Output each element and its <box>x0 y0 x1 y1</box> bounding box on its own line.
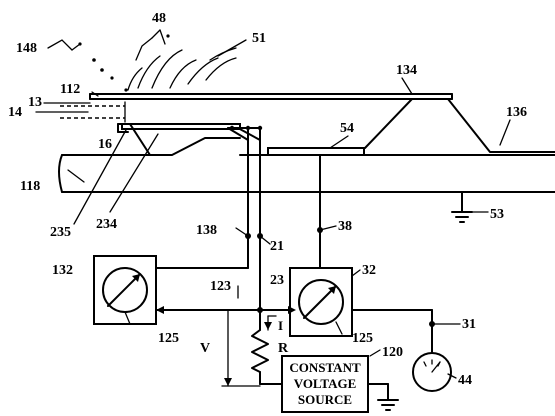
label-13: 13 <box>28 95 42 110</box>
emitter-dashes <box>60 101 126 123</box>
label-i: I <box>278 318 283 333</box>
label-44: 44 <box>458 373 472 388</box>
label-38: 38 <box>338 219 352 234</box>
reference-labels: 148 48 51 112 13 14 134 136 16 54 118 23… <box>8 11 527 388</box>
label-148: 148 <box>16 41 37 56</box>
label-51: 51 <box>252 31 266 46</box>
wave-arcs <box>127 29 247 91</box>
label-120: 120 <box>382 345 403 360</box>
label-134: 134 <box>396 63 417 78</box>
label-125-left: 125 <box>158 331 179 346</box>
label-112: 112 <box>60 82 80 97</box>
label-31: 31 <box>462 317 476 332</box>
label-r: R <box>278 341 289 356</box>
label-v: V <box>200 341 210 356</box>
label-136: 136 <box>506 105 527 120</box>
label-48: 48 <box>152 11 166 26</box>
top-plate <box>89 93 453 100</box>
label-21: 21 <box>270 239 284 254</box>
gauge-44 <box>412 352 452 392</box>
label-54: 54 <box>340 121 354 136</box>
label-14: 14 <box>8 105 22 120</box>
label-118: 118 <box>20 179 40 194</box>
voltage-arrow <box>221 285 261 387</box>
resistor-r <box>251 307 283 385</box>
label-132: 132 <box>52 263 73 278</box>
mid-plate <box>267 147 365 156</box>
label-235: 235 <box>50 225 71 240</box>
source-line-1: CONSTANT <box>289 360 361 375</box>
ground-53 <box>451 191 489 223</box>
label-16: 16 <box>98 137 112 152</box>
meter-32 <box>288 267 435 353</box>
source-line-2: VOLTAGE <box>294 376 357 391</box>
label-53: 53 <box>490 207 504 222</box>
constant-voltage-source: CONSTANT VOLTAGE SOURCE <box>281 355 399 413</box>
base-body <box>58 123 555 193</box>
meter-132 <box>93 255 291 325</box>
label-123: 123 <box>210 279 231 294</box>
sensor-plate <box>117 123 241 133</box>
label-125-right: 125 <box>352 331 373 346</box>
source-line-3: SOURCE <box>298 392 352 407</box>
label-234: 234 <box>96 217 117 232</box>
label-138: 138 <box>196 223 217 238</box>
label-32: 32 <box>362 263 376 278</box>
pointer-148 <box>47 34 170 92</box>
leader-lines <box>35 77 511 379</box>
label-23: 23 <box>270 273 284 288</box>
plate-support <box>364 98 555 153</box>
